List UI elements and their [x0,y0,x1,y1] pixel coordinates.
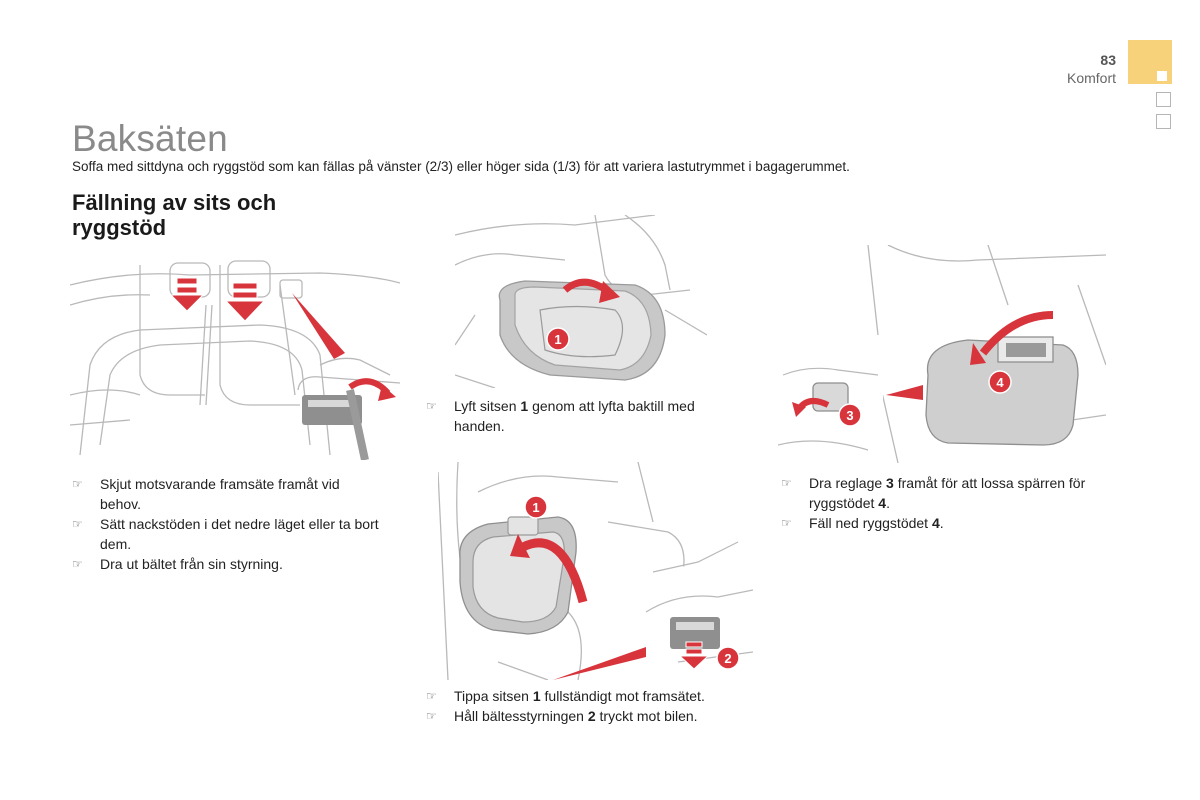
instructions-prepare: ☞Skjut motsvarande framsäte framåt vid b… [72,474,382,574]
callout-2: 2 [724,651,731,666]
list-item: ☞Fäll ned ryggstödet 4. [781,515,944,531]
page-title: Baksäten [72,118,228,159]
illustration-fold-backrest: 4 3 [778,245,1106,463]
illustration-lift-seat: 1 [455,215,707,388]
illustration-rear-seat-headrests [70,245,400,460]
pointing-hand-icon: ☞ [781,476,792,490]
page-number: 83 [1100,52,1116,68]
pointing-hand-icon: ☞ [426,689,437,703]
list-item: ☞Skjut motsvarande framsäte framåt vid b… [72,476,340,512]
pointing-hand-icon: ☞ [781,516,792,530]
callout-4: 4 [996,375,1004,390]
intro-text: Soffa med sittdyna och ryggstöd som kan … [72,159,850,174]
illustration-tip-seat: 1 2 [438,462,753,680]
pointing-hand-icon: ☞ [426,399,437,413]
pointing-hand-icon: ☞ [72,477,83,491]
instructions-fold-backrest: ☞Dra reglage 3 framåt för att lossa spär… [781,473,1101,533]
instructions-tip-seat: ☞Tippa sitsen 1 fullständigt mot framsät… [426,686,766,726]
list-item: ☞Håll bältesstyrningen 2 tryckt mot bile… [426,708,698,724]
chapter-tab [1128,40,1172,84]
list-item: ☞Sätt nackstöden i det nedre läget eller… [72,516,379,552]
section-label: Komfort [1066,70,1116,86]
instructions-lift-seat: ☞Lyft sitsen 1 genom att lyfta baktill m… [426,396,746,436]
callout-1: 1 [532,500,539,515]
pointing-hand-icon: ☞ [72,557,83,571]
list-item: ☞Tippa sitsen 1 fullständigt mot framsät… [426,688,705,704]
list-item: ☞Dra reglage 3 framåt för att lossa spär… [781,475,1086,511]
pointing-hand-icon: ☞ [72,517,83,531]
callout-3: 3 [846,408,853,423]
pointing-hand-icon: ☞ [426,709,437,723]
callout-1: 1 [554,332,561,347]
section-subtitle: Fällning av sits och ryggstöd [72,190,277,240]
list-item: ☞Dra ut bältet från sin styrning. [72,556,283,572]
chapter-tab-empty-2 [1156,114,1171,129]
list-item: ☞Lyft sitsen 1 genom att lyfta baktill m… [426,398,695,434]
chapter-tab-empty-1 [1156,92,1171,107]
